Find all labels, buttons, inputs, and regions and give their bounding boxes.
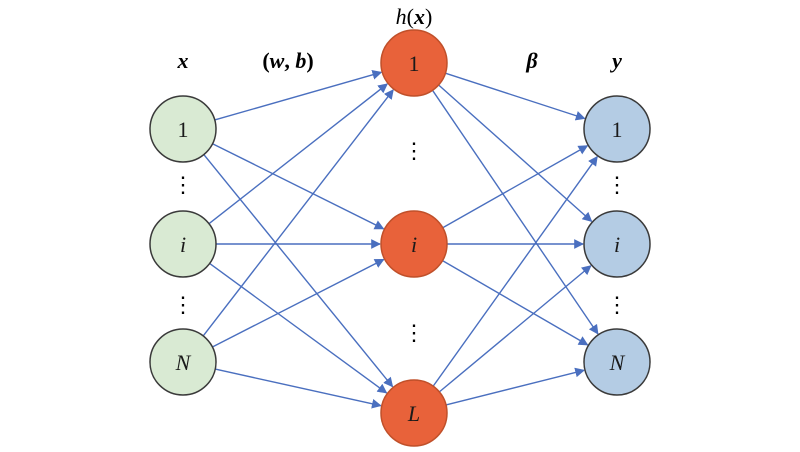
output-node-1-circle xyxy=(583,210,651,278)
edge-hidden-0-output-0 xyxy=(445,72,586,121)
hidden-node-1-circle xyxy=(380,210,448,278)
input-ellipsis-lower: ⋮ xyxy=(172,292,194,317)
weights-bias-label: (w, b) xyxy=(262,48,313,73)
output-node-1: i xyxy=(583,210,651,278)
output-weights-label: β xyxy=(525,48,538,73)
edge-input-0-hidden-2 xyxy=(203,154,394,388)
input-node-0: 1 xyxy=(149,95,217,163)
output-node-1-label: i xyxy=(614,232,620,257)
output-node-0-label: 1 xyxy=(612,117,623,142)
hidden-node-1-label: i xyxy=(411,232,417,257)
edge-hidden-0-output-2 xyxy=(431,89,599,335)
hidden-node-0: 1 xyxy=(380,29,448,97)
edge-hidden-0-output-1 xyxy=(438,84,593,223)
input-node-0-label: 1 xyxy=(178,117,189,142)
input-node-2-circle xyxy=(149,328,217,396)
output-ellipsis-upper: ⋮ xyxy=(606,172,628,197)
hidden-node-2: L xyxy=(380,379,448,447)
edge-input-2-hidden-1 xyxy=(212,258,385,348)
input-node-1: i xyxy=(149,210,217,278)
input-node-0-circle xyxy=(149,95,217,163)
output-node-0: 1 xyxy=(583,95,651,163)
hidden-ellipsis-lower: ⋮ xyxy=(403,320,425,345)
hidden-node-0-label: 1 xyxy=(409,51,420,76)
hidden-layer-label: h(x) xyxy=(396,4,433,29)
output-node-2: N xyxy=(583,328,651,396)
output-ellipsis-lower: ⋮ xyxy=(606,292,628,317)
output-node-2-label: N xyxy=(609,350,626,375)
output-layer-label: y xyxy=(609,48,622,73)
input-ellipsis-upper: ⋮ xyxy=(172,172,194,197)
hidden-node-1: i xyxy=(380,210,448,278)
hidden-node-0-circle xyxy=(380,29,448,97)
edge-input-1-hidden-2 xyxy=(209,262,388,394)
edge-hidden-2-output-0 xyxy=(432,155,598,387)
edge-input-2-hidden-0 xyxy=(202,89,394,337)
edge-input-0-hidden-0 xyxy=(214,70,383,121)
edge-hidden-2-output-1 xyxy=(438,265,592,393)
edge-input-0-hidden-1 xyxy=(212,143,385,230)
edge-hidden-1-output-2 xyxy=(442,259,589,346)
input-node-2-label: N xyxy=(175,350,192,375)
network-nodes: 1 iN 1 iL 1 iN xyxy=(149,29,651,447)
input-node-1-circle xyxy=(149,210,217,278)
output-node-0-circle xyxy=(583,95,651,163)
hidden-ellipsis-upper: ⋮ xyxy=(403,138,425,163)
hidden-node-2-label: L xyxy=(407,401,420,426)
edge-input-1-hidden-0 xyxy=(208,83,389,225)
connection-edges xyxy=(202,70,599,409)
input-node-1-label: i xyxy=(180,232,186,257)
edge-hidden-2-output-2 xyxy=(445,367,585,406)
input-node-2: N xyxy=(149,328,217,396)
output-node-2-circle xyxy=(583,328,651,396)
edge-input-2-hidden-2 xyxy=(215,368,382,409)
hidden-node-2-circle xyxy=(380,379,448,447)
edge-hidden-1-output-0 xyxy=(442,145,589,229)
input-layer-label: x xyxy=(177,48,189,73)
